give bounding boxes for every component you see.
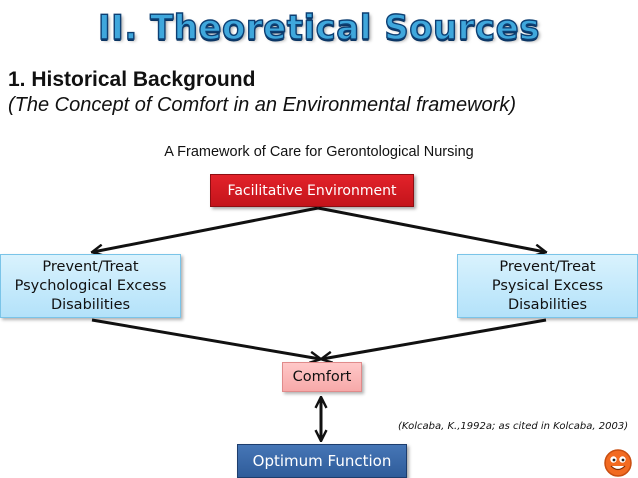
section-subheading: (The Concept of Comfort in an Environmen… (8, 94, 516, 116)
arrow-facilitative-to-left (93, 206, 319, 252)
node-comfort-label: Comfort (292, 369, 352, 385)
banner-text: II. Theoretical Sources (97, 7, 540, 48)
node-physical: Prevent/Treat Psysical Excess Disabiliti… (457, 254, 638, 318)
diagram-title: A Framework of Care for Gerontological N… (164, 144, 474, 160)
node-physical-line-1: Prevent/Treat (499, 258, 596, 275)
node-psychological-line-2: Psychological Excess (14, 277, 167, 294)
node-psychological-line-3: Disabilities (50, 296, 131, 313)
arrow-left-to-comfort (91, 318, 320, 359)
section-heading: 1. Historical Background (8, 68, 256, 91)
arrow-right-to-comfort (322, 318, 547, 359)
node-optimum-label: Optimum Function (252, 452, 392, 470)
node-optimum-function: Optimum Function (237, 444, 407, 478)
node-physical-line-2: Psysical Excess (491, 277, 604, 294)
arrow-facilitative-to-right (317, 206, 545, 252)
node-facilitative-environment: Facilitative Environment (210, 174, 414, 207)
node-psychological: Prevent/Treat Psychological Excess Disab… (0, 254, 181, 318)
node-facilitative-label: Facilitative Environment (227, 182, 397, 199)
smiley-icon (604, 449, 632, 477)
slide-banner: II. Theoretical Sources (0, 7, 638, 48)
node-comfort: Comfort (282, 362, 362, 392)
node-psychological-line-1: Prevent/Treat (42, 258, 139, 275)
node-physical-line-3: Disabilities (507, 296, 588, 313)
citation: (Kolcaba, K.,1992a; as cited in Kolcaba,… (398, 421, 629, 432)
